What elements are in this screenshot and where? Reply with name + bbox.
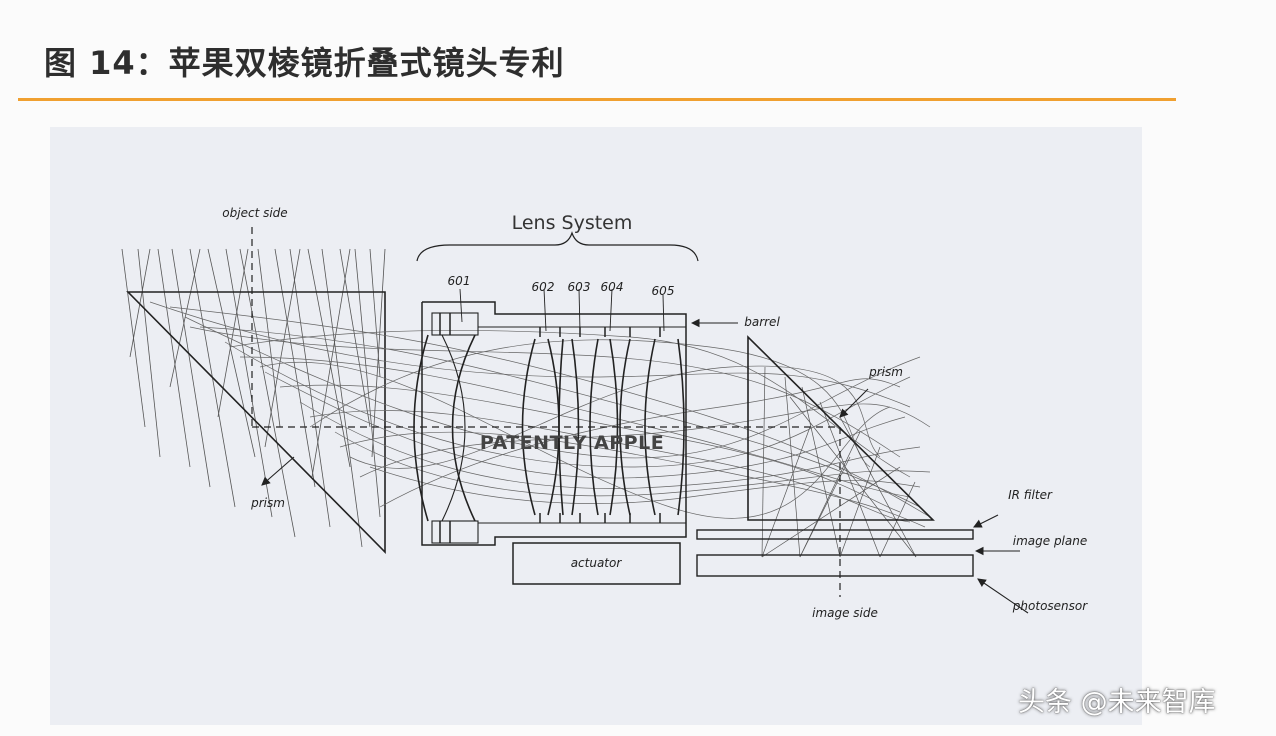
lens-label-601: 601 xyxy=(448,274,471,288)
diagram-labels: object side prism prism barrel IR filter… xyxy=(222,206,1088,620)
image-plane-label: image plane xyxy=(1013,534,1087,548)
lens-system-brace xyxy=(416,231,699,262)
lens-label-604: 604 xyxy=(601,280,624,294)
actuator-label: actuator xyxy=(571,556,623,570)
optical-axis xyxy=(251,227,841,597)
photosensor xyxy=(696,554,974,577)
source-watermark: 头条 @未来智库 xyxy=(1018,687,1216,718)
sensor-stack xyxy=(696,529,974,577)
ir-filter-label: IR filter xyxy=(1008,488,1053,502)
lens-system-label: Lens System xyxy=(512,212,633,234)
left-prism xyxy=(126,291,386,554)
patently-apple-watermark: PATENTLY APPLE xyxy=(480,432,664,454)
lens-barrel xyxy=(421,301,687,546)
page-title: 图 14：苹果双棱镜折叠式镜头专利 xyxy=(44,44,565,82)
lens-leaders xyxy=(459,288,665,332)
actuator: actuator xyxy=(512,542,681,585)
ir-filter xyxy=(696,529,974,540)
image-side-label: image side xyxy=(812,606,878,620)
lens-elements xyxy=(413,334,685,522)
patent-figure: actuator xyxy=(50,127,1142,725)
right-prism-label: prism xyxy=(868,365,903,379)
exit-rays xyxy=(761,366,917,558)
lens-604 xyxy=(589,338,619,516)
lens-label-605: 605 xyxy=(652,284,675,298)
title-divider xyxy=(18,98,1176,101)
lens-label-603: 603 xyxy=(568,280,591,294)
lens-label-602: 602 xyxy=(532,280,555,294)
lens-601 xyxy=(413,334,476,522)
incoming-rays xyxy=(121,248,386,548)
lens-diagram: actuator xyxy=(121,206,1088,620)
lens-603 xyxy=(558,338,580,516)
photosensor-label: photosensor xyxy=(1012,599,1088,613)
right-prism xyxy=(747,335,935,521)
label-arrows xyxy=(261,318,1029,614)
object-side-label: object side xyxy=(222,206,287,220)
barrel-label: barrel xyxy=(744,315,780,329)
lens-605 xyxy=(619,338,685,516)
left-prism-label: prism xyxy=(250,496,285,510)
